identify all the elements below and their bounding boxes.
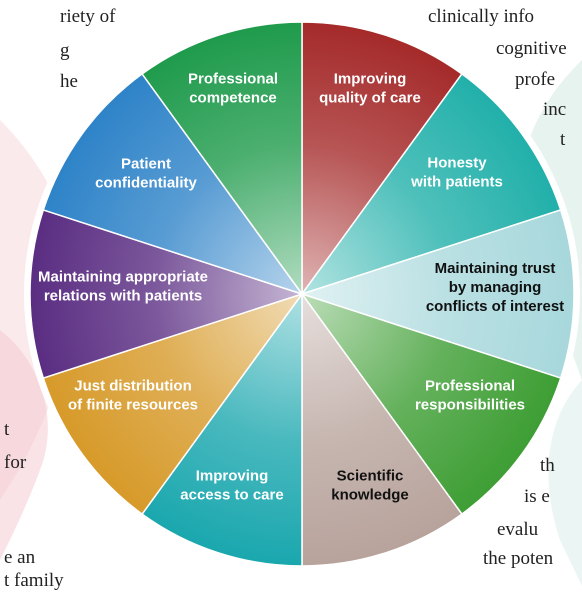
segment-label: competence bbox=[189, 90, 277, 107]
bg-text-fragment: evalu bbox=[497, 519, 539, 540]
segment-label: Maintaining appropriate bbox=[38, 269, 208, 286]
segment-label: knowledge bbox=[331, 487, 409, 504]
segment-label: Patient bbox=[121, 156, 171, 173]
segment-label: Improving bbox=[196, 468, 269, 485]
segment-label: Just distribution bbox=[74, 378, 192, 395]
bg-text-fragment: riety of bbox=[60, 6, 116, 27]
segment-label: conflicts of interest bbox=[426, 298, 564, 315]
wheel-sheen bbox=[30, 22, 574, 566]
segment-label: Scientific bbox=[337, 468, 404, 485]
bg-text-fragment: t bbox=[560, 129, 566, 150]
bg-text-fragment: he bbox=[60, 71, 78, 92]
segment-label: Maintaining trust bbox=[435, 260, 556, 277]
segment-label: of finite resources bbox=[68, 397, 198, 414]
bg-text-fragment: for bbox=[4, 452, 27, 473]
segment-label: by managing bbox=[449, 279, 542, 296]
segment-label: Professional bbox=[425, 378, 515, 395]
segment-label: relations with patients bbox=[44, 288, 202, 305]
segment-label: Improving bbox=[334, 71, 407, 88]
bg-text-fragment: g bbox=[60, 40, 70, 61]
segment-label: access to care bbox=[180, 487, 283, 504]
bg-text-fragment: profe bbox=[515, 69, 556, 90]
bg-text-fragment: t bbox=[4, 419, 10, 440]
bg-text-fragment: cognitive bbox=[496, 38, 567, 59]
segment-label: quality of care bbox=[319, 90, 421, 107]
bg-text-fragment: inc bbox=[543, 99, 567, 120]
bg-text-fragment: clinically info bbox=[428, 6, 535, 27]
segment-label: Professional bbox=[188, 71, 278, 88]
segment-label: with patients bbox=[410, 174, 503, 191]
bg-text-fragment: the poten bbox=[483, 548, 554, 569]
bg-text-fragment: e an bbox=[4, 547, 36, 568]
bg-text-fragment: th bbox=[540, 455, 555, 476]
segment-label: responsibilities bbox=[415, 397, 525, 414]
segment-label: Honesty bbox=[427, 155, 487, 172]
bg-text-fragment: is e bbox=[524, 486, 550, 507]
segment-label: confidentiality bbox=[95, 175, 197, 192]
